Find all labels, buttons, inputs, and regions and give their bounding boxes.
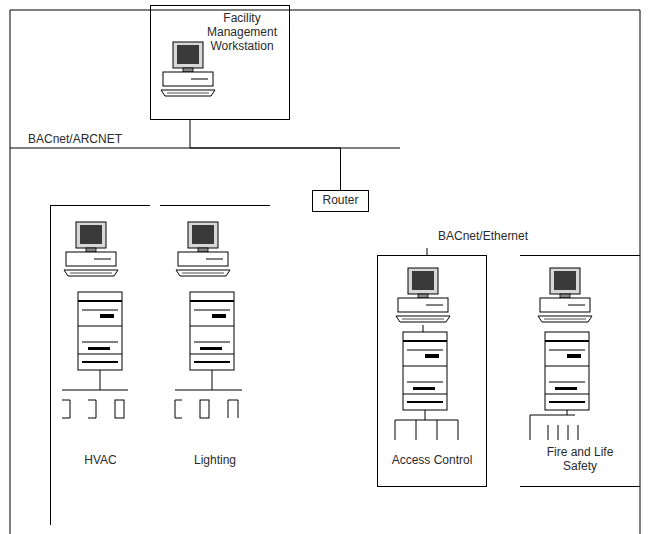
subsystem-panel: Access Control bbox=[377, 255, 487, 487]
network-label: BACnet/ARCNET bbox=[26, 132, 124, 146]
subsystem-panel: Fire and Life Safety bbox=[520, 255, 640, 487]
node-label: HVAC bbox=[51, 454, 150, 468]
node-label: Lighting bbox=[160, 454, 270, 468]
workstation-box: Facility Management Workstation bbox=[150, 5, 290, 120]
network-label: BACnet/Ethernet bbox=[436, 229, 530, 243]
router-box: Router bbox=[312, 190, 369, 212]
subsystem-panel: HVAC bbox=[50, 205, 150, 525]
node-label: Router bbox=[313, 194, 368, 208]
network-connector bbox=[190, 120, 341, 190]
node-label: Fire and Life Safety bbox=[530, 446, 630, 474]
node-label: Access Control bbox=[378, 454, 486, 468]
node-label: Facility Management Workstation bbox=[199, 12, 285, 53]
subsystem-panel: Lighting bbox=[160, 205, 270, 525]
